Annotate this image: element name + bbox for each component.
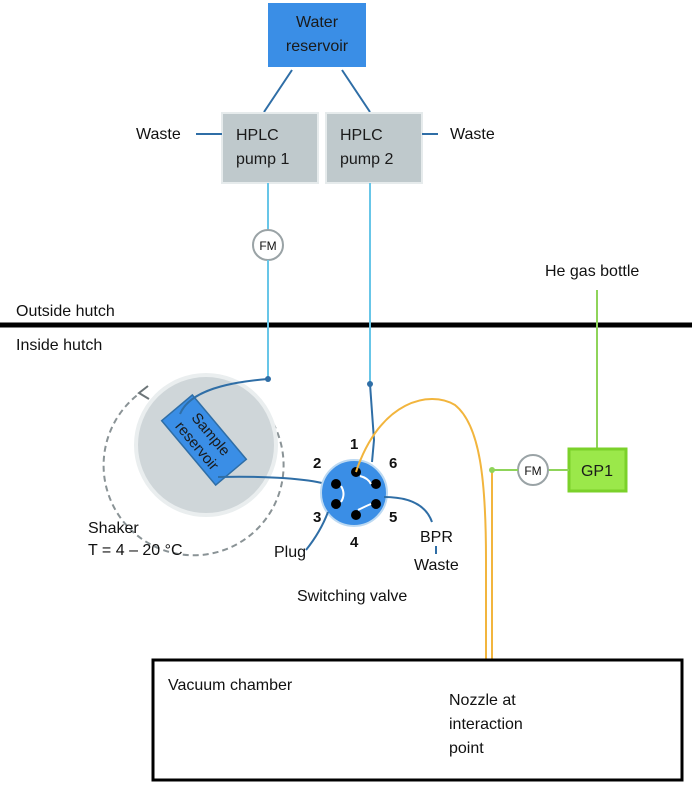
valve-to-bpr-line [383, 496, 433, 523]
valve-port-5-label: 5 [389, 509, 397, 526]
sample-reservoir-box [160, 393, 248, 487]
shaker-arrow-left [137, 385, 150, 400]
gp1-box [567, 447, 628, 493]
valve-channel-1-6 [359, 475, 372, 485]
outside-hutch-label: Outside hutch [16, 303, 115, 320]
valve-port-1-label: 1 [350, 436, 358, 453]
he-gas-bottle-label: He gas bottle [545, 263, 639, 280]
nozzle-label-2: interaction [449, 716, 523, 733]
shaker-label-2: T = 4 – 20 °C [88, 542, 183, 559]
reservoir-to-pump2-line [341, 69, 371, 113]
valve-port-4 [351, 510, 361, 520]
valve-port-3 [331, 499, 341, 509]
hplc-pump2-label-1: HPLC [340, 127, 383, 144]
sample-line-to-nozzle [355, 398, 487, 662]
hplc-pump2-label-2: pump 2 [340, 151, 393, 168]
valve-port-3-label: 3 [313, 509, 321, 526]
bpr-waste-label: Waste [414, 557, 459, 574]
valve-port-6-label: 6 [389, 455, 397, 472]
water-reservoir-box [266, 1, 368, 69]
valve-port-2-label: 2 [313, 455, 321, 472]
switching-valve-label: Switching valve [297, 588, 407, 605]
flowmeter-1-label: FM [259, 239, 276, 253]
hplc-pump2-box [325, 112, 423, 184]
flowmeter-2-label: FM [524, 464, 541, 478]
pump1-to-reservoir-line [179, 378, 269, 415]
nozzle-label-1: Nozzle at [449, 692, 516, 709]
shaker-outer-ring [102, 382, 285, 557]
shaker-label-1: Shaker [88, 520, 139, 537]
pump2-to-valve-line [369, 383, 376, 463]
plug-label: Plug [274, 544, 306, 561]
switching-valve-body [320, 459, 388, 527]
gas-junction [489, 467, 495, 473]
hplc-pump1-label-2: pump 1 [236, 151, 289, 168]
valve-port-6 [371, 479, 381, 489]
waste-left-label: Waste [136, 126, 181, 143]
inside-hutch-label: Inside hutch [16, 337, 102, 354]
valve-channel-2-3 [340, 485, 345, 503]
vacuum-chamber-label: Vacuum chamber [168, 677, 293, 694]
bpr-label: BPR [420, 529, 453, 546]
nozzle-label-3: point [449, 740, 484, 757]
valve-port-5 [371, 499, 381, 509]
valve-channel-4-5 [357, 503, 372, 511]
plug-line [305, 511, 329, 551]
valve-port-2 [331, 479, 341, 489]
water-reservoir-label-2: reservoir [286, 38, 349, 55]
vacuum-chamber-box [151, 658, 684, 782]
valve-port-4-label: 4 [350, 534, 359, 551]
reservoir-to-valve-line [217, 475, 323, 484]
hplc-pump1-label-1: HPLC [236, 127, 279, 144]
gp1-label: GP1 [581, 463, 613, 480]
hplc-pump1-box [221, 112, 319, 184]
waste-right-label: Waste [450, 126, 495, 143]
water-reservoir-label-1: Water [296, 14, 339, 31]
reservoir-to-pump1-line [263, 69, 293, 113]
